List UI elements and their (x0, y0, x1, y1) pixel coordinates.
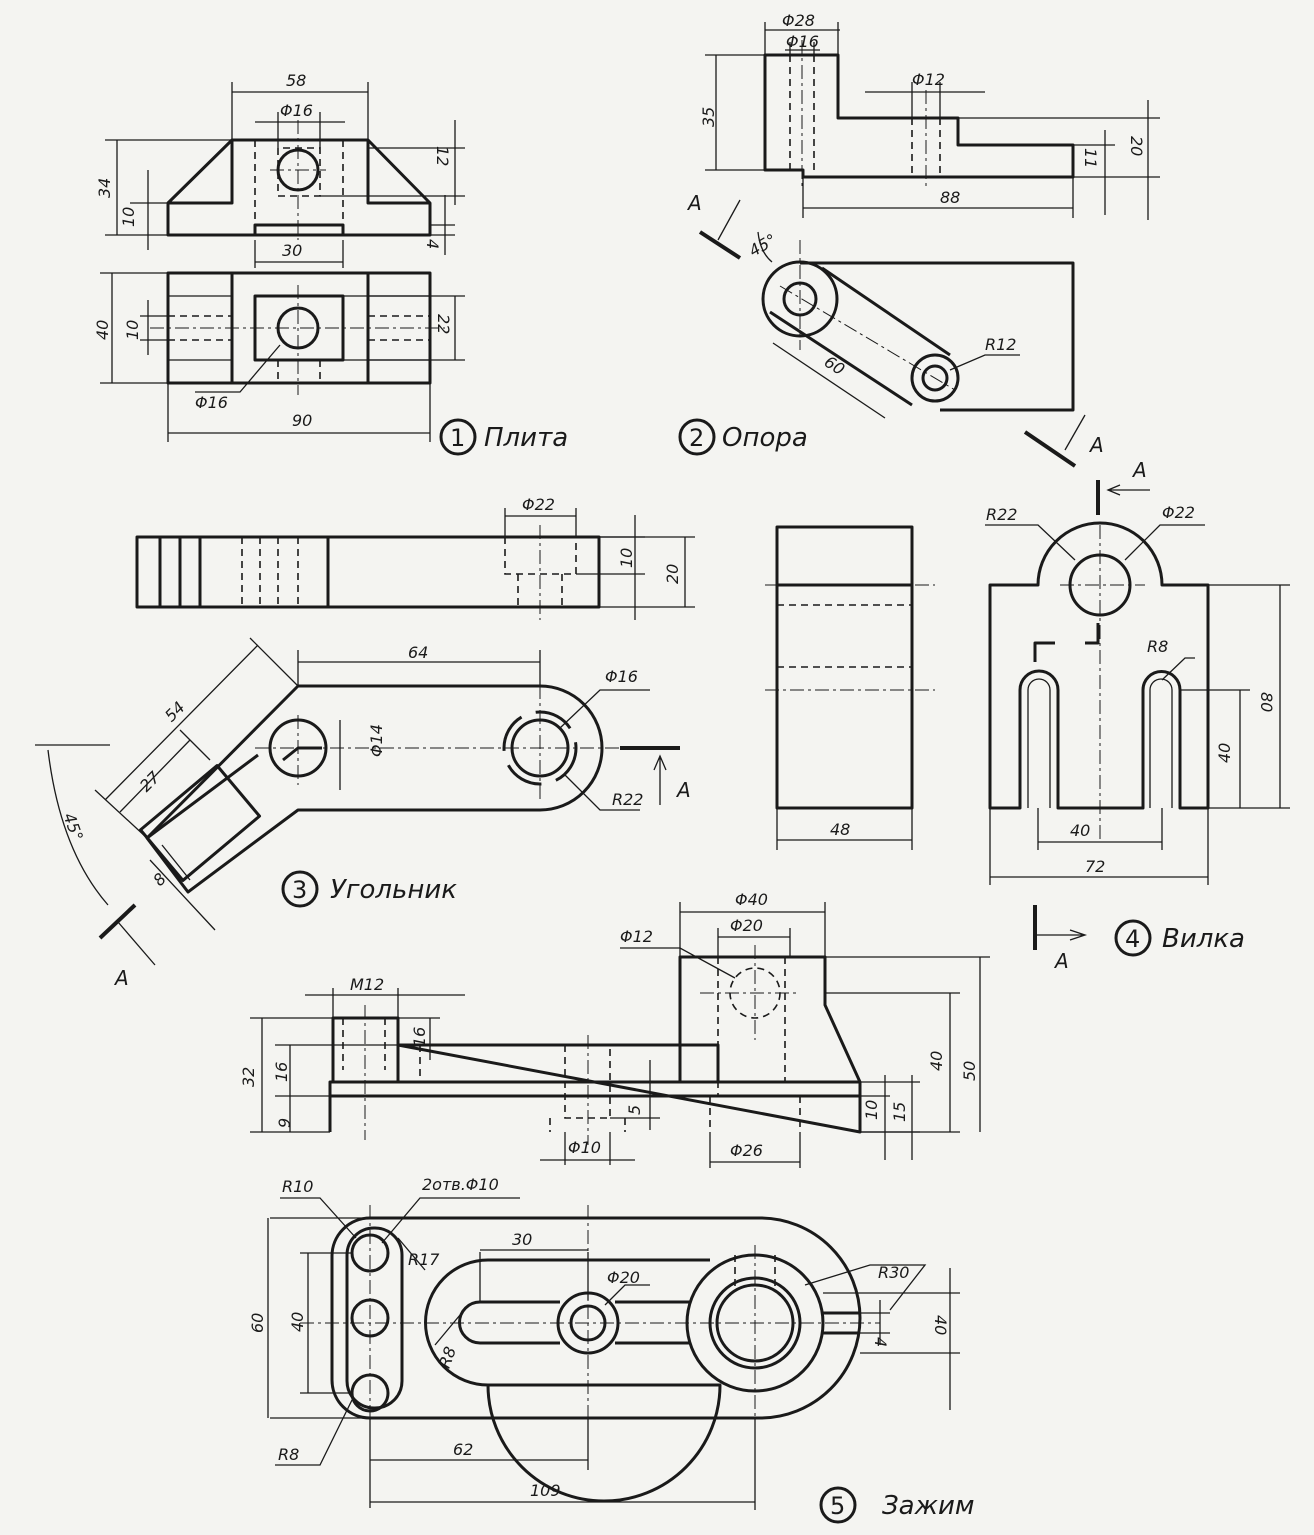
dim-R10: R10 (282, 1177, 313, 1196)
part-1-number: 1 (450, 424, 465, 452)
dim-10a: 10 (119, 207, 138, 227)
dim-R17: R17 (408, 1250, 440, 1269)
part-3-number: 3 (292, 876, 307, 904)
part-5-title: Зажим (882, 1491, 975, 1521)
dim-50: 50 (960, 1061, 979, 1081)
dim-phi22: Φ22 (1162, 503, 1195, 522)
dim-45deg: 45° (59, 810, 87, 843)
dim-40v: 40 (288, 1312, 307, 1332)
dim-40: 40 (927, 1051, 946, 1071)
dim-phi28: Φ28 (782, 11, 815, 30)
dim-phi22: Φ22 (522, 495, 555, 514)
dim-2holes-phi10: 2отв.Φ10 (422, 1175, 499, 1194)
part-4-number: 4 (1125, 925, 1140, 953)
dim-phi16-bot: Φ16 (195, 393, 228, 412)
dim-16a: 16 (410, 1027, 429, 1047)
section-label-a-top: А (1131, 458, 1147, 482)
dim-R12: R12 (985, 335, 1016, 354)
dim-phi20: Φ20 (607, 1268, 640, 1287)
dim-40h: 40 (1070, 821, 1090, 840)
dim-R8: R8 (1147, 637, 1168, 656)
dim-80: 80 (1257, 692, 1276, 712)
part-1-title: Плита (484, 423, 568, 453)
dim-10b: 10 (123, 320, 142, 340)
part-5-zazhim: Φ40 Φ20 Φ12 M12 16 32 16 9 40 50 5 10 15… (239, 890, 990, 1524)
section-label-a-right: А (675, 778, 691, 802)
dim-64: 64 (408, 643, 428, 662)
part-3-ugolnik: Φ22 10 20 64 54 27 Φ16 Φ14 R22 45° 8 А А… (35, 495, 695, 990)
part-1-plita: 58 Φ16 34 10 12 4 30 40 10 22 Φ16 90 1 П… (93, 71, 568, 456)
dim-R8b: R8 (278, 1445, 299, 1464)
dim-45deg: 45° (746, 230, 780, 261)
dim-109: 109 (530, 1481, 561, 1500)
dim-phi14: Φ14 (367, 724, 386, 757)
dim-40r: 40 (931, 1315, 950, 1335)
dim-32: 32 (239, 1067, 258, 1087)
dim-20: 20 (663, 564, 682, 584)
part-2-number: 2 (689, 424, 704, 452)
dim-54: 54 (161, 698, 189, 726)
dim-12: 12 (433, 146, 452, 166)
dim-62: 62 (453, 1440, 473, 1459)
dim-R30: R30 (878, 1263, 909, 1282)
dim-16b: 16 (272, 1062, 291, 1082)
part-4-vilka: 48 А R22 Φ22 R8 80 40 40 72 А 4 Вилка (765, 458, 1290, 973)
dim-phi26: Φ26 (730, 1141, 763, 1160)
dim-58: 58 (286, 71, 306, 90)
dim-8: 8 (149, 869, 170, 890)
part-5-number: 5 (830, 1492, 845, 1520)
part-2-title: Опора (722, 423, 808, 453)
dim-90: 90 (292, 411, 312, 430)
dim-88: 88 (940, 188, 960, 207)
dim-48: 48 (830, 820, 850, 839)
section-label-a-bottom: А (1053, 949, 1069, 973)
dim-22: 22 (434, 314, 453, 334)
dim-40: 40 (93, 320, 112, 340)
dim-60: 60 (248, 1313, 267, 1333)
dim-phi40: Φ40 (735, 890, 768, 909)
section-label-a-bottom: А (1088, 433, 1104, 457)
dim-4: 4 (423, 239, 442, 249)
dim-20: 20 (1127, 136, 1146, 156)
dim-10: 10 (862, 1100, 881, 1120)
dim-phi20-top: Φ20 (730, 916, 763, 935)
dim-R8a: R8 (435, 1344, 460, 1371)
dim-phi12: Φ12 (620, 927, 653, 946)
dim-15: 15 (890, 1102, 909, 1122)
dim-phi12: Φ12 (912, 70, 945, 89)
dim-30: 30 (282, 241, 302, 260)
dim-phi16-top: Φ16 (280, 101, 313, 120)
dim-4: 4 (871, 1337, 890, 1347)
part-4-title: Вилка (1162, 924, 1245, 954)
part-3-title: Угольник (330, 875, 457, 905)
dim-60: 60 (821, 352, 848, 379)
dim-phi16: Φ16 (605, 667, 638, 686)
dim-35: 35 (699, 107, 718, 127)
dim-34: 34 (95, 178, 114, 198)
dim-72: 72 (1085, 857, 1105, 876)
dim-30: 30 (512, 1230, 532, 1249)
dim-40v: 40 (1215, 743, 1234, 763)
dim-R22: R22 (986, 505, 1017, 524)
dim-phi16: Φ16 (786, 32, 819, 51)
dim-phi10: Φ10 (568, 1138, 601, 1157)
section-label-a-top: А (686, 191, 702, 215)
dim-9: 9 (275, 1118, 294, 1128)
dim-10: 10 (617, 548, 636, 568)
dim-R22: R22 (612, 790, 643, 809)
section-label-a-left: А (113, 966, 129, 990)
dim-11: 11 (1081, 148, 1100, 168)
part-2-opora: Φ28 Φ16 Φ12 35 20 11 88 45° R12 60 А А 2… (678, 11, 1160, 468)
dim-5: 5 (625, 1105, 644, 1115)
dim-M12: M12 (350, 975, 384, 994)
